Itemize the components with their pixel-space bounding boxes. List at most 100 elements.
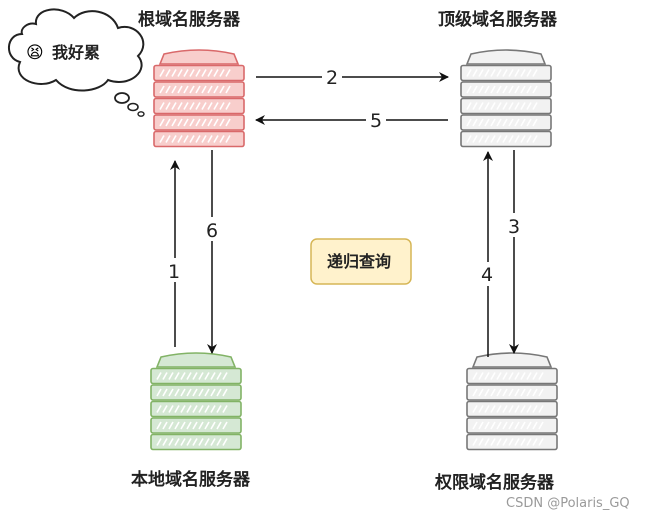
server-stripe: [180, 372, 186, 380]
server-stripe: [192, 388, 198, 397]
server-unit: [466, 384, 558, 401]
server-stripe: [216, 421, 222, 430]
server-stripe: [466, 102, 472, 110]
server-stripe: [198, 405, 204, 413]
server-stripe: [219, 69, 225, 77]
server-unit: [150, 367, 242, 385]
server-stripe: [490, 85, 496, 94]
server-stripe: [508, 69, 514, 77]
server-stripe: [222, 372, 228, 380]
server-stripe: [490, 102, 496, 110]
tired-emoji-icon: 😫: [26, 43, 44, 63]
server-stripe: [183, 102, 189, 110]
server-stripe: [502, 438, 508, 446]
watermark-text: CSDN @Polaris_GQ: [506, 496, 630, 511]
server-stripe: [538, 405, 544, 413]
server-stripe: [180, 421, 186, 430]
server-stripe: [538, 372, 544, 380]
server-unit: [466, 417, 558, 434]
server-stripe: [508, 405, 514, 413]
server-stripe: [490, 438, 496, 446]
server-stripe: [216, 438, 222, 446]
server-stripe: [192, 421, 198, 430]
server-stripe: [532, 69, 538, 77]
server-stripe: [201, 118, 207, 127]
server-stripe: [189, 135, 195, 143]
server-top-cap: [471, 352, 553, 368]
server-stripe: [514, 388, 520, 397]
server-stripe: [210, 405, 216, 413]
server-stripe: [532, 405, 538, 413]
server-stripe: [177, 85, 183, 94]
server-stripe: [484, 102, 490, 110]
server-stripe: [478, 372, 484, 380]
server-stripe: [195, 85, 201, 94]
server-stripe: [502, 135, 508, 143]
server-stripe: [156, 372, 162, 380]
server-stripe: [186, 372, 192, 380]
server-stripe: [508, 85, 514, 94]
server-stripe: [502, 85, 508, 94]
server-stripe: [472, 135, 478, 143]
server-stripe: [490, 421, 496, 430]
edge-label-1: 1: [168, 261, 180, 283]
server-stripe: [168, 372, 174, 380]
root-server-icon: [153, 49, 245, 148]
server-stripe: [165, 85, 171, 94]
server-stripe: [189, 102, 195, 110]
server-stripe: [514, 421, 520, 430]
server-stripe: [207, 102, 213, 110]
thought-text: 我好累: [52, 43, 100, 62]
server-stripe: [514, 85, 520, 94]
server-stripe: [502, 405, 508, 413]
server-stripe: [174, 438, 180, 446]
server-stripe: [174, 421, 180, 430]
server-stripe: [177, 102, 183, 110]
server-stripe: [210, 388, 216, 397]
server-stripe: [514, 438, 520, 446]
server-stripe: [222, 405, 228, 413]
server-stripe: [514, 118, 520, 127]
server-stripe: [508, 118, 514, 127]
server-stripe: [204, 421, 210, 430]
server-top-cap: [158, 49, 240, 65]
server-top-cap: [155, 352, 237, 368]
server-stripe: [484, 421, 490, 430]
server-stripe: [502, 118, 508, 127]
tld-server-icon: [460, 49, 552, 148]
server-stripe: [219, 85, 225, 94]
server-stripe: [484, 372, 490, 380]
server-stripe: [526, 135, 532, 143]
server-stripe: [466, 135, 472, 143]
server-stripe: [532, 388, 538, 397]
server-stripe: [174, 388, 180, 397]
server-stripe: [472, 69, 478, 77]
server-stripe: [195, 118, 201, 127]
server-stripe: [201, 102, 207, 110]
server-stripe: [189, 85, 195, 94]
server-stripe: [466, 69, 472, 77]
server-stripe: [216, 372, 222, 380]
server-stripe: [490, 69, 496, 77]
server-unit: [150, 417, 242, 434]
server-stripe: [484, 388, 490, 397]
server-stripe: [520, 421, 526, 430]
server-stripe: [159, 102, 165, 110]
server-stripe: [204, 405, 210, 413]
server-stripe: [159, 85, 165, 94]
server-stripe: [496, 372, 502, 380]
server-stripe: [177, 118, 183, 127]
server-stripe: [496, 421, 502, 430]
server-stripe: [198, 421, 204, 430]
server-stripe: [484, 438, 490, 446]
server-stripe: [225, 69, 231, 77]
server-unit: [466, 367, 558, 385]
server-stripe: [526, 405, 532, 413]
server-stripe: [496, 388, 502, 397]
server-stripe: [484, 405, 490, 413]
server-stripe: [225, 85, 231, 94]
server-stripe: [532, 118, 538, 127]
server-stripe: [526, 118, 532, 127]
edge-label-6: 6: [206, 220, 218, 242]
